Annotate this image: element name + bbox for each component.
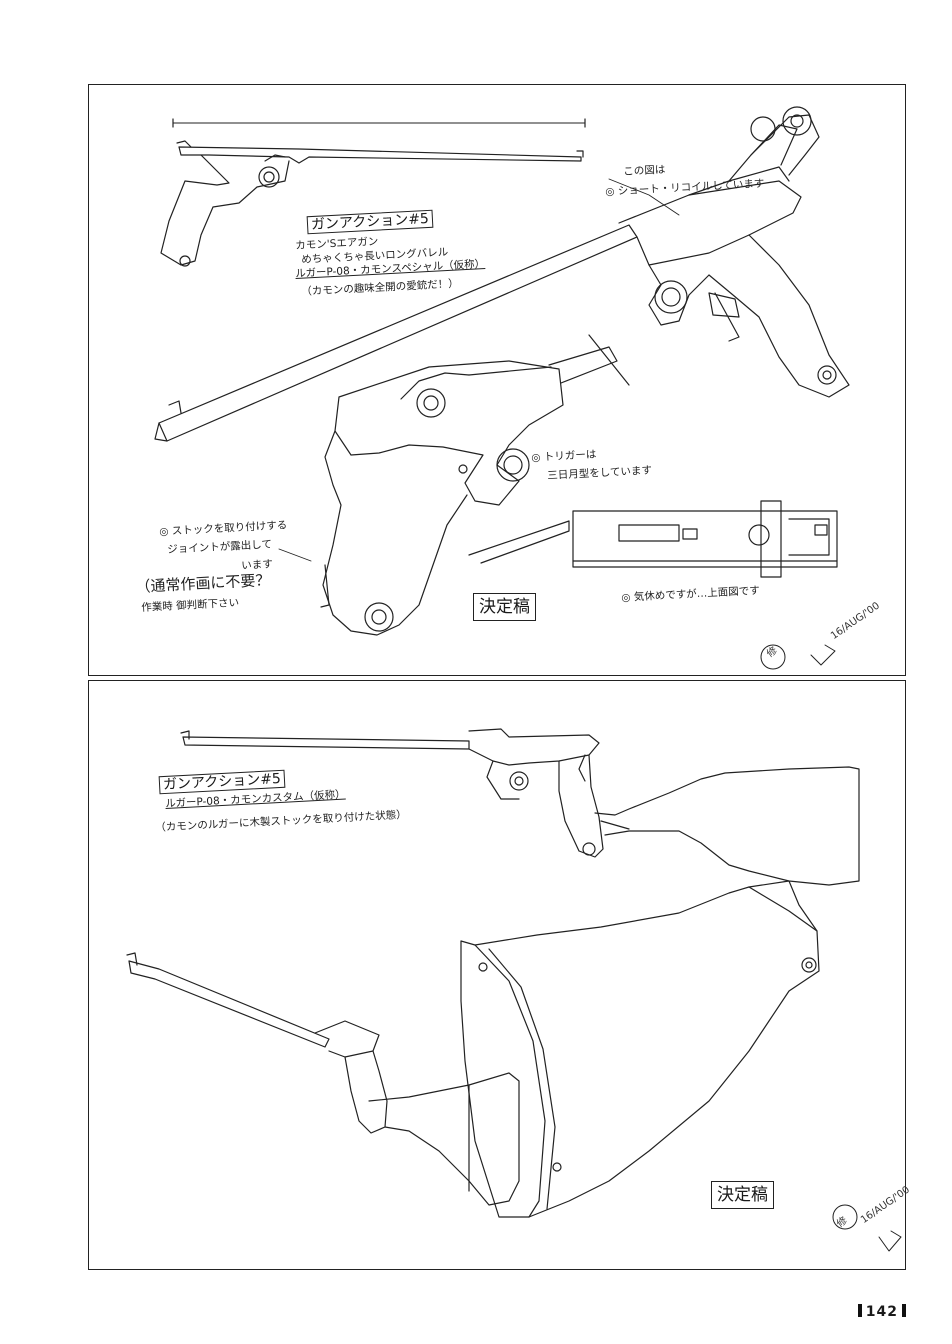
- top-sheet-panel: ガンアクション#5 カモン'Sエアガン めちゃくちゃ長いロングバレル ルガーP-…: [88, 84, 906, 676]
- carbine-sideview: [180, 728, 860, 886]
- signature-scribble: [760, 644, 836, 670]
- bottom-sheet-drawing: [126, 728, 902, 1252]
- small-pistol-sideview: [160, 118, 586, 267]
- final-draft-stamp-bottom: 決定稿: [711, 1181, 774, 1209]
- leader-lines: [278, 178, 680, 562]
- note-recoil-1: この図は: [623, 163, 666, 178]
- page-number: 142: [854, 1304, 910, 1320]
- signature-scribble-bottom: [832, 1204, 902, 1252]
- final-draft-stamp: 決定稿: [473, 593, 536, 621]
- large-pistol-diagonal: [154, 106, 850, 442]
- pistol-topview: [468, 500, 838, 578]
- bottom-sheet-panel: ガンアクション#5 ルガーP-08・カモンカスタム（仮称） （カモンのルガーに木…: [88, 680, 912, 1270]
- top-sheet-drawing: [154, 106, 850, 670]
- carbine-perspective: [126, 880, 820, 1218]
- pistol-closeup: [320, 346, 618, 636]
